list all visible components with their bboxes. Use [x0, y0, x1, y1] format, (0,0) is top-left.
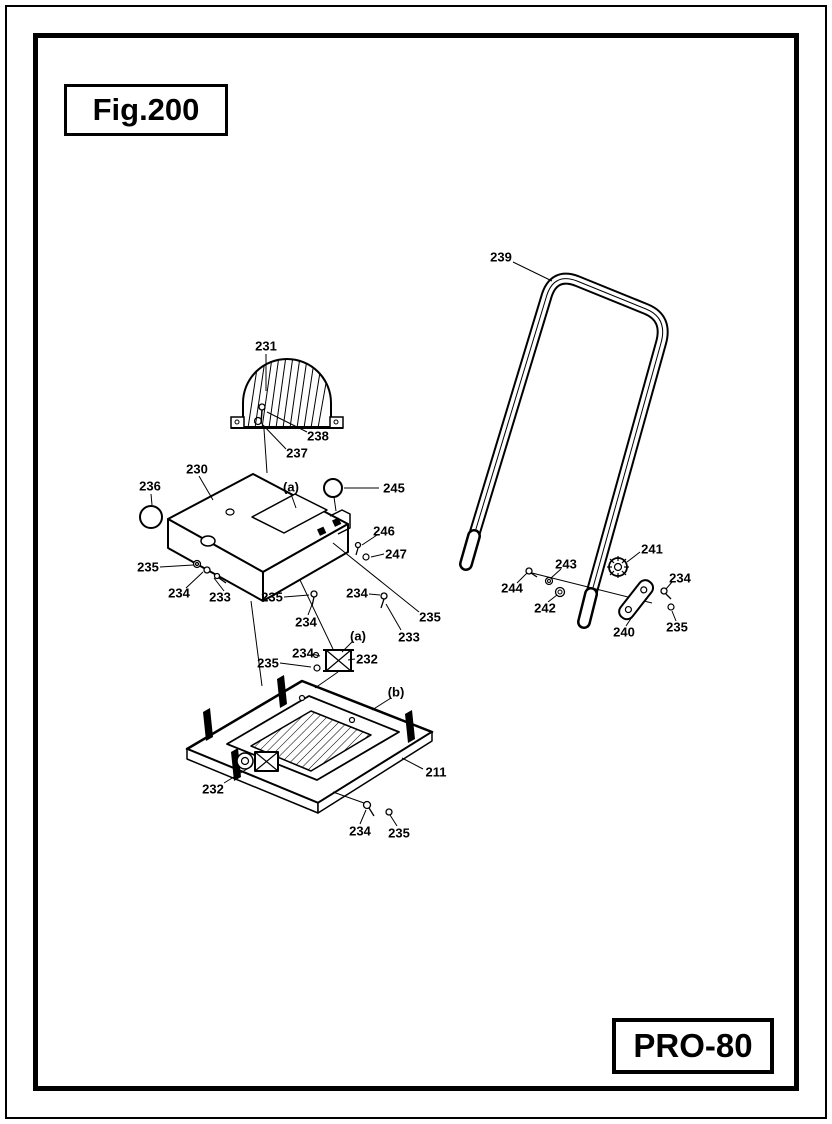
- fastener-cluster-middle: [310, 590, 388, 609]
- cap-236: [139, 505, 163, 529]
- washer-235-right: [667, 603, 675, 611]
- shock-mount-232-upper: [312, 649, 354, 672]
- belt-cover-231: [230, 358, 344, 429]
- outer-border: [5, 5, 827, 1119]
- bracket-plate-240: [618, 579, 655, 621]
- knob-245: [323, 478, 343, 512]
- handle-bar-239: [459, 272, 669, 629]
- screw-246-washer-247: [354, 541, 370, 561]
- handle-mount-hardware-right: [525, 556, 675, 621]
- model-number: PRO-80: [633, 1027, 753, 1064]
- bolt-244: [525, 567, 533, 575]
- bolt-234-right: [660, 587, 668, 595]
- shock-mount-232-lower: [236, 751, 279, 772]
- bottom-bolts: [362, 800, 393, 817]
- fastener-cluster-left: [192, 559, 227, 584]
- gear-knob-241: [607, 556, 629, 578]
- base-plate-211: [185, 675, 434, 817]
- figure-number: Fig.200: [92, 92, 200, 127]
- model-number-box: PRO-80: [612, 1018, 774, 1074]
- inner-border: [33, 33, 799, 1091]
- bolt-238-washer-237: [253, 403, 266, 426]
- leader-lines: [150, 261, 677, 827]
- engine-bed-230: [167, 473, 351, 602]
- figure-number-box: Fig.200: [64, 84, 228, 136]
